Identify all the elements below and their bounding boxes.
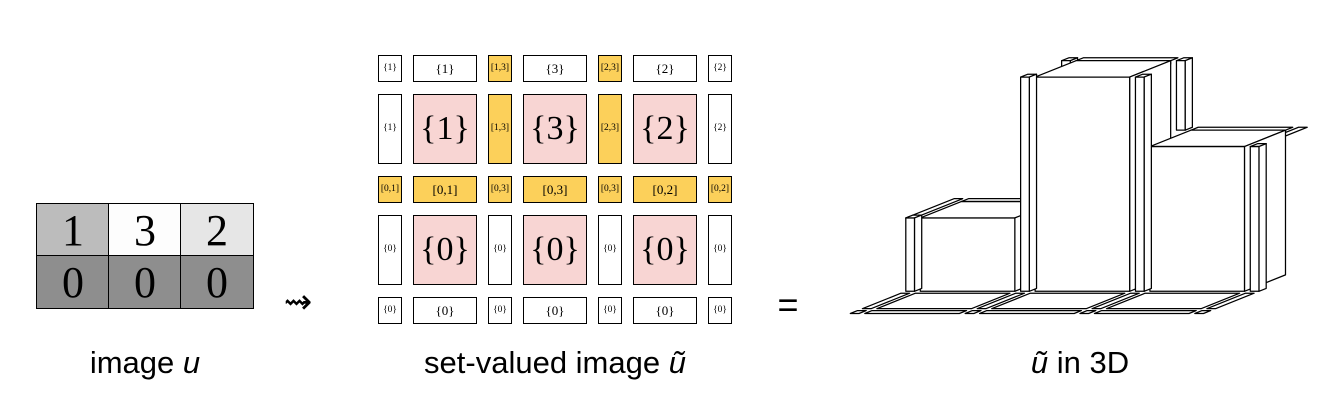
set-cell: [0,2] (708, 176, 732, 203)
equals-sign: = (777, 284, 799, 325)
set-cell: [1,3] (488, 94, 512, 164)
caption-3d-text: in 3D (1048, 345, 1130, 380)
set-cell: {2} (708, 94, 732, 164)
set-cell: {0} (633, 215, 697, 285)
set-cell: [0,3] (598, 176, 622, 203)
set-cell: {0} (413, 215, 477, 285)
set-cell: {0} (708, 215, 732, 285)
set-cell: {3} (523, 94, 587, 164)
caption-image-u: image u (37, 345, 253, 381)
set-cell: {0} (523, 215, 587, 285)
set-cell: {0} (598, 215, 622, 285)
image-u-cell: 0 (180, 255, 254, 309)
set-cell: {2} (633, 94, 697, 164)
set-cell: [0,1] (413, 176, 477, 203)
caption-set-valued-image: set-valued image ũ (378, 345, 732, 381)
image-u-cell: 1 (36, 203, 110, 257)
set-cell: {0} (523, 297, 587, 324)
caption-u-in-3d: ũ in 3D (900, 345, 1260, 381)
set-cell: {0} (598, 297, 622, 324)
squiggle-arrow-icon: ⇝ (283, 282, 313, 322)
set-cell: [0,2] (633, 176, 697, 203)
set-valued-grid: {1}{1}[1,3]{3}[2,3]{2}{2}{1}{1}[1,3]{3}[… (378, 55, 732, 324)
front-edge-posts (905, 73, 1267, 292)
set-cell: {2} (633, 55, 697, 82)
image-u-cell: 0 (36, 255, 110, 309)
set-cell: {0} (633, 297, 697, 324)
set-cell: {1} (378, 55, 402, 82)
set-cell: [2,3] (598, 55, 622, 82)
set-cell: [2,3] (598, 94, 622, 164)
set-cell: {1} (413, 94, 477, 164)
set-cell: {0} (413, 297, 477, 324)
caption-image-u-text: image (89, 345, 183, 380)
image-u-cell: 2 (180, 203, 254, 257)
set-cell: {0} (488, 297, 512, 324)
set-cell: {0} (488, 215, 512, 285)
ground-tiles (849, 292, 1255, 315)
image-u-cell: 0 (108, 255, 182, 309)
caption-set-valued-text: set-valued image (424, 345, 669, 380)
set-cell: [0,3] (488, 176, 512, 203)
set-cell: {0} (378, 215, 402, 285)
set-cell: {1} (378, 94, 402, 164)
set-cell: [0,1] (378, 176, 402, 203)
set-cell: {0} (378, 297, 402, 324)
u-3d-figure (849, 57, 1308, 315)
set-cell: {1} (413, 55, 477, 82)
set-cell: {0} (708, 297, 732, 324)
image-u-cell: 3 (108, 203, 182, 257)
set-cell: {3} (523, 55, 587, 82)
set-cell: {2} (708, 55, 732, 82)
set-cell: [1,3] (488, 55, 512, 82)
caption-image-u-var: u (182, 345, 201, 380)
caption-3d-var: ũ (1030, 345, 1049, 380)
set-cell: [0,3] (523, 176, 587, 203)
caption-set-valued-var: ũ (668, 345, 686, 380)
